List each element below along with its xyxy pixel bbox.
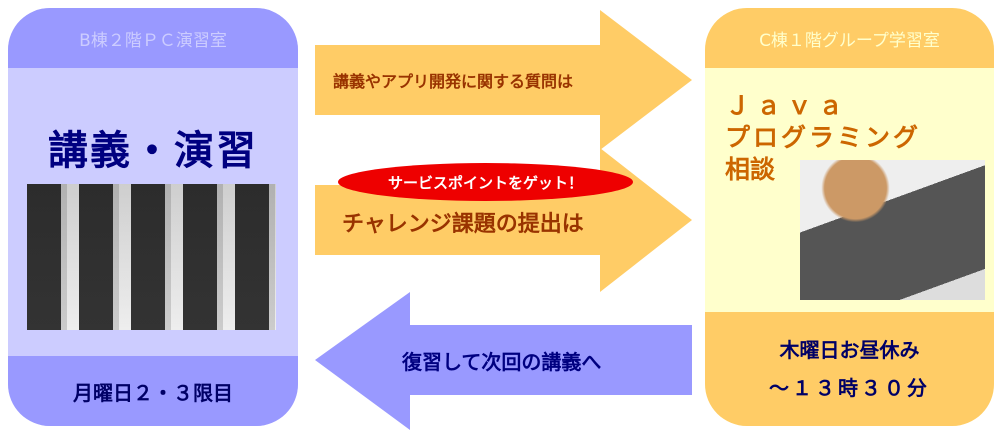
arrow-right-questions bbox=[315, 10, 692, 150]
schedule-line: 木曜日お昼休み bbox=[779, 338, 920, 362]
title-line: 相談 bbox=[725, 155, 776, 184]
title-line: プログラミング bbox=[725, 123, 922, 152]
pc-room-photo bbox=[27, 184, 276, 330]
service-point-badge: サービスポイントをゲット！ bbox=[338, 163, 633, 201]
consultation-title: Ｊａｖａ プログラミング 相談 bbox=[725, 90, 921, 186]
review-label: 復習して次回の講義へ bbox=[402, 350, 602, 374]
arrow-right-challenge bbox=[315, 148, 692, 292]
consultation-schedule: 木曜日お昼休み ～１３時３０分 bbox=[705, 312, 994, 426]
consultation-location: C棟１階グループ学習室 bbox=[705, 8, 994, 68]
title-line: Ｊａｖａ bbox=[725, 91, 850, 120]
questions-label: 講義やアプリ開発に関する質問は bbox=[333, 72, 574, 91]
desk-photo bbox=[800, 160, 985, 300]
lecture-location: B棟２階ＰＣ演習室 bbox=[8, 8, 298, 68]
lecture-schedule: 月曜日２・３限目 bbox=[8, 356, 298, 426]
challenge-label: チャレンジ課題の提出は bbox=[342, 212, 584, 237]
arrow-left-review bbox=[315, 292, 692, 430]
lecture-title: 講義・演習 bbox=[48, 128, 258, 174]
lecture-panel: B棟２階ＰＣ演習室 講義・演習 月曜日２・３限目 bbox=[8, 8, 298, 426]
schedule-line: ～１３時３０分 bbox=[769, 376, 930, 400]
consultation-panel: C棟１階グループ学習室 Ｊａｖａ プログラミング 相談 木曜日お昼休み ～１３時… bbox=[705, 8, 994, 426]
